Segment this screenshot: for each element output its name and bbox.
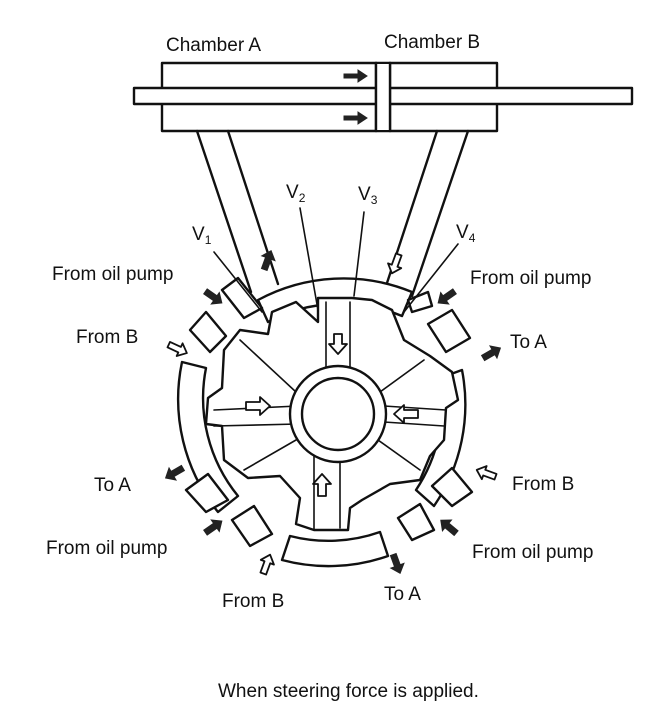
- label-v1: V1: [192, 224, 212, 247]
- arrow-to-chamber-a-from-v1: [260, 250, 276, 272]
- label-from-b-bottom: From B: [222, 591, 284, 612]
- piston: [377, 64, 389, 130]
- rotor-web: [239, 339, 425, 471]
- center-shaft: [300, 376, 376, 452]
- label-chamber-b: Chamber B: [384, 32, 480, 53]
- power-cylinder: [132, 61, 634, 133]
- label-v3: V3: [358, 184, 378, 207]
- arrow-from-oil-pump-upper-right: [437, 288, 457, 305]
- v3-leader: [353, 211, 365, 297]
- rotary-valve: [177, 276, 474, 568]
- v2-leader: [299, 207, 319, 311]
- sleeve-segment-left: [177, 360, 240, 514]
- label-from-oil-pump-lower-right: From oil pump: [472, 542, 593, 563]
- pipe-to-chamber-b: [384, 129, 470, 298]
- label-from-oil-pump-lower-left: From oil pump: [46, 538, 167, 559]
- label-from-oil-pump-upper-right: From oil pump: [470, 268, 591, 289]
- sleeve-segment-bottom: [280, 530, 390, 568]
- port-block-lower-left-1: [184, 472, 230, 514]
- arrow-to-a-bottom: [389, 552, 405, 574]
- label-v2: V2: [286, 182, 306, 205]
- port-block-lower-left-2: [230, 504, 274, 548]
- v1-leader: [213, 251, 263, 313]
- valve-leaders: [213, 207, 459, 313]
- label-from-b-left: From B: [76, 327, 138, 348]
- arrow-from-oil-pump-upper-left: [203, 288, 223, 305]
- label-to-a-bottom: To A: [384, 584, 421, 605]
- port-block-upper-right-1: [406, 290, 434, 314]
- label-v4: V4: [456, 222, 476, 245]
- port-block-upper-left-2: [188, 310, 228, 354]
- label-to-a-left: To A: [94, 475, 131, 496]
- arrow-from-b-bottom: [259, 553, 275, 576]
- port-block-lower-right-2: [396, 502, 436, 542]
- arrow-from-b-left: [166, 341, 188, 357]
- label-from-b-right: From B: [512, 474, 574, 495]
- port-block-lower-right-1: [430, 466, 474, 508]
- external-arrows: [164, 250, 502, 576]
- arrow-from-chamber-b-to-v4: [387, 252, 403, 275]
- label-chamber-a: Chamber A: [166, 35, 261, 56]
- chamber-a-flow-arrow-lower: [343, 111, 368, 125]
- port-block-upper-left-1: [220, 276, 264, 320]
- port-block-upper-right-2: [426, 308, 472, 354]
- rotor-passage-vertical: [313, 301, 351, 531]
- internal-flow-arrow-left: [393, 404, 419, 424]
- arrow-from-oil-pump-lower-right: [440, 519, 459, 537]
- internal-flow-arrow-up: [312, 473, 332, 497]
- label-from-oil-pump-upper-left: From oil pump: [52, 264, 173, 285]
- arrow-to-a-right: [480, 345, 502, 362]
- internal-flow-arrow-right: [245, 396, 271, 416]
- arrow-from-oil-pump-lower-left: [203, 519, 223, 536]
- internal-flow-arrow-down: [328, 333, 348, 355]
- labels: Chamber A Chamber B V1 V2 V3 V4 From oil…: [46, 32, 593, 702]
- chamber-a-flow-arrow-upper: [343, 69, 368, 83]
- figure-caption: When steering force is applied.: [218, 681, 479, 702]
- arrow-from-b-right: [475, 465, 498, 481]
- v4-leader: [403, 243, 459, 313]
- label-to-a-right: To A: [510, 332, 547, 353]
- arrow-to-a-left: [164, 464, 186, 481]
